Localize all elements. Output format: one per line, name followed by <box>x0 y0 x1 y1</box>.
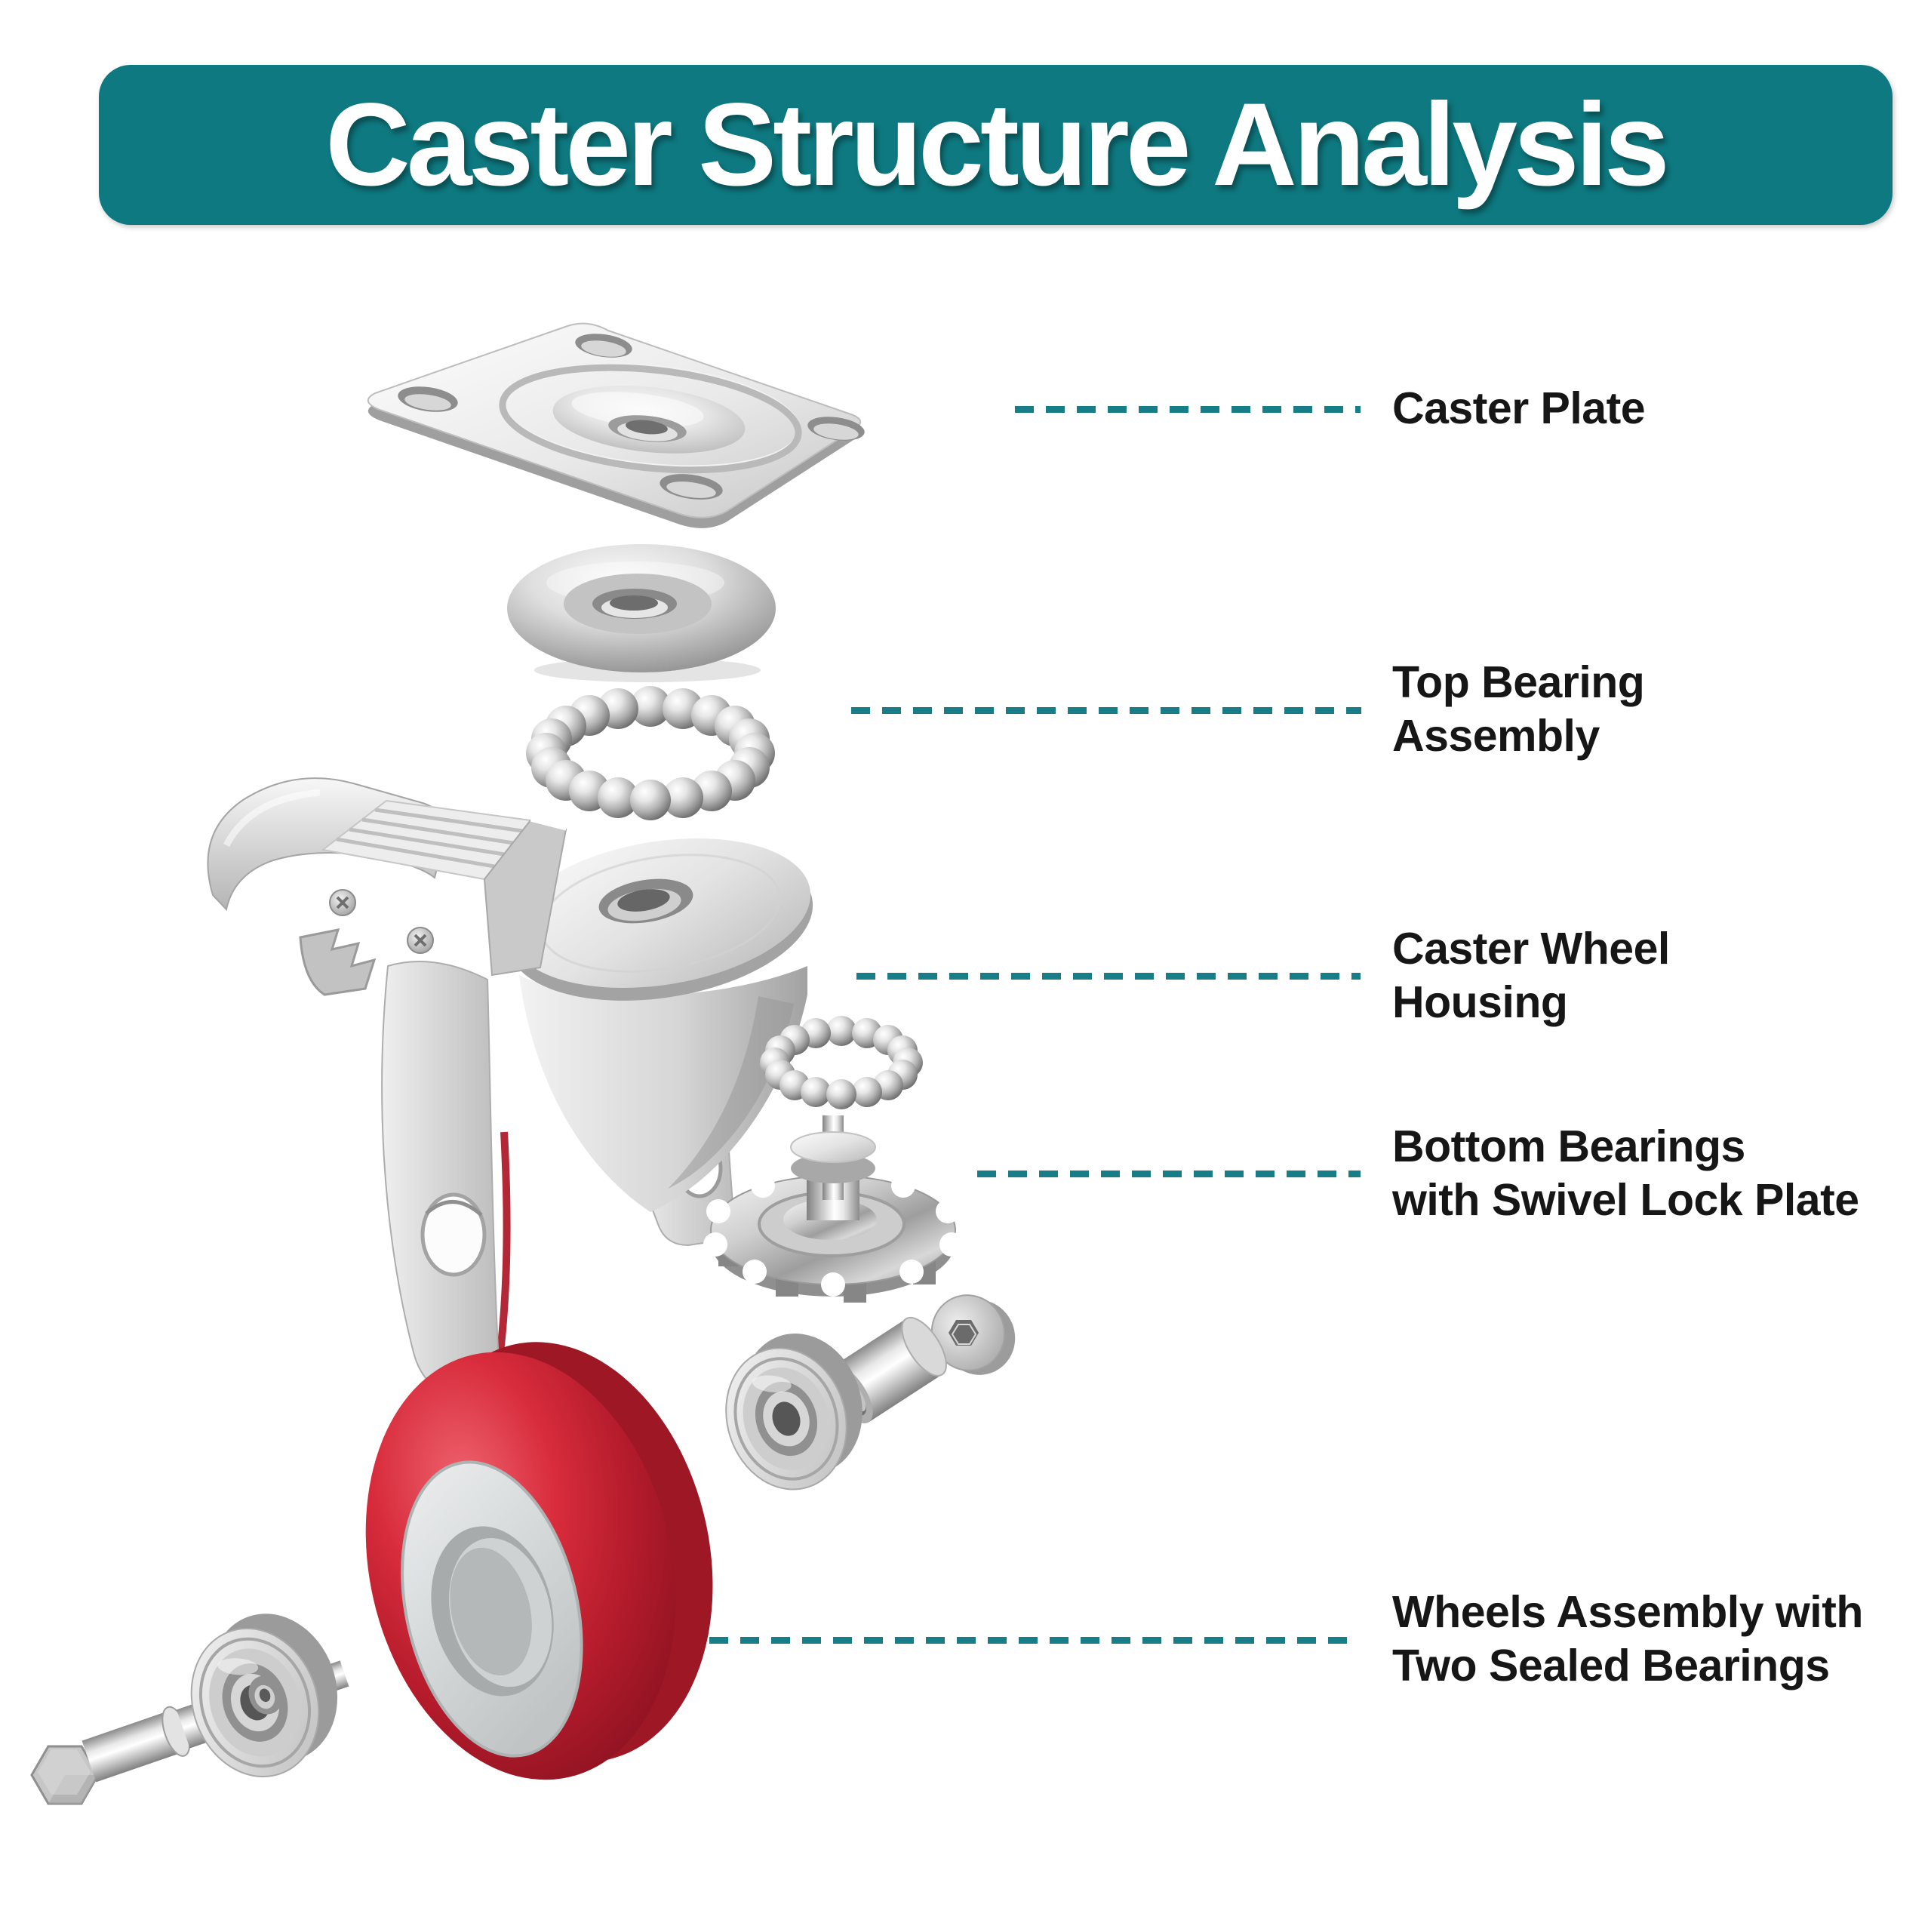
callout-line: Caster Plate <box>1392 383 1646 433</box>
polyurethane-wheel <box>365 1342 713 1780</box>
callout-label-bottom-bearings: Bottom Bearings with Swivel Lock Plate <box>1392 1120 1859 1227</box>
axle-washer <box>930 1294 1016 1375</box>
title-banner: Caster Structure Analysis <box>99 65 1893 225</box>
page-title: Caster Structure Analysis <box>325 78 1670 211</box>
callout-dash-bottom-bearings <box>977 1171 1361 1177</box>
callout-label-top-bearing-assembly: Top Bearing Assembly <box>1392 656 1645 763</box>
top-bearing-washer <box>507 544 776 682</box>
swivel-lock-post <box>790 1115 876 1220</box>
front-fork-leg <box>381 961 500 1398</box>
swivel-lock-plate <box>703 1115 964 1303</box>
callout-line: Top Bearing <box>1392 657 1645 707</box>
top-bearing-ball-ring <box>526 686 775 820</box>
caster-plate <box>367 322 865 528</box>
callout-dash-caster-wheel-housing <box>856 973 1361 980</box>
callout-line: Assembly <box>1392 711 1600 761</box>
brake-ratchet <box>299 928 377 996</box>
callout-label-caster-wheel-housing: Caster Wheel Housing <box>1392 922 1670 1029</box>
swivel-cylinder <box>507 838 813 1001</box>
callout-line: Housing <box>1392 977 1568 1027</box>
callout-line: Caster Wheel <box>1392 924 1670 974</box>
caster-wheel-housing <box>207 777 813 1398</box>
axle-tip <box>248 1675 283 1715</box>
brake-pedal <box>321 799 567 977</box>
callout-dash-top-bearing-assembly <box>851 707 1361 714</box>
housing-screws <box>329 889 434 954</box>
plate-screw-slots <box>398 334 865 500</box>
front-sealed-bearing <box>725 1334 862 1491</box>
callout-line: with Swivel Lock Plate <box>1392 1175 1859 1225</box>
callout-label-wheels-assembly: Wheels Assembly with Two Sealed Bearings <box>1392 1586 1863 1693</box>
callout-line: Wheels Assembly with <box>1392 1587 1863 1637</box>
callout-dash-caster-plate <box>1015 406 1361 413</box>
callout-line: Bottom Bearings <box>1392 1121 1745 1171</box>
callout-label-caster-plate: Caster Plate <box>1392 382 1646 435</box>
bottom-ball-ring <box>760 1016 923 1109</box>
callout-line: Two Sealed Bearings <box>1392 1641 1830 1690</box>
callout-dash-wheels-assembly <box>709 1637 1352 1644</box>
